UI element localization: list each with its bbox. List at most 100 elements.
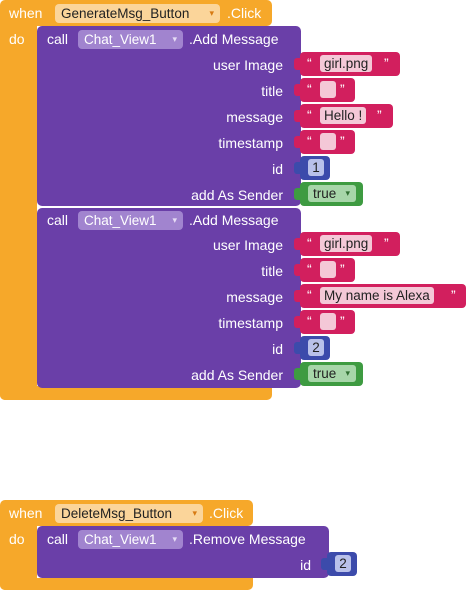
call-block-add-message-1[interactable] bbox=[37, 26, 301, 206]
param-label-user-image: user Image bbox=[212, 237, 283, 253]
event-component-dropdown[interactable]: GenerateMsg_Button ▾ bbox=[55, 4, 220, 23]
param-label-id: id bbox=[272, 161, 283, 177]
text-block-user-image[interactable]: “ girl.png ” bbox=[294, 52, 400, 76]
param-label-message: message bbox=[226, 289, 283, 305]
connector-notch bbox=[294, 84, 300, 96]
chevron-down-icon: ▾ bbox=[192, 508, 197, 518]
param-label-message: message bbox=[226, 109, 283, 125]
open-quote: “ bbox=[307, 313, 312, 329]
close-quote: ” bbox=[340, 313, 345, 329]
text-block-timestamp[interactable]: “ ” bbox=[294, 310, 355, 334]
call-keyword: call bbox=[47, 531, 69, 547]
connector-notch bbox=[321, 558, 327, 570]
chevron-down-icon: ▾ bbox=[172, 34, 177, 44]
param-label-timestamp: timestamp bbox=[218, 315, 283, 331]
connector-notch bbox=[294, 316, 300, 328]
call-keyword: call bbox=[47, 212, 69, 228]
connector-notch bbox=[294, 368, 300, 380]
event-name: .Click bbox=[227, 5, 262, 21]
boolean-dropdown[interactable]: true ▾ bbox=[308, 185, 356, 202]
event-name: .Click bbox=[209, 505, 244, 521]
param-label-timestamp: timestamp bbox=[218, 135, 283, 151]
call-component-name: Chat_View1 bbox=[84, 32, 157, 47]
open-quote: “ bbox=[307, 81, 312, 97]
text-block-timestamp[interactable]: “ ” bbox=[294, 130, 355, 154]
text-value[interactable] bbox=[320, 133, 336, 150]
event-component-dropdown[interactable]: DeleteMsg_Button ▾ bbox=[55, 504, 203, 523]
param-label-id: id bbox=[300, 557, 311, 573]
number-block-id[interactable]: 2 bbox=[321, 552, 357, 576]
open-quote: “ bbox=[307, 107, 312, 123]
text-block-message[interactable]: “ Hello ! ” bbox=[294, 104, 393, 128]
event-block-footer bbox=[0, 386, 272, 400]
open-quote: “ bbox=[307, 133, 312, 149]
method-name: .Add Message bbox=[189, 31, 279, 47]
text-value[interactable]: My name is Alexa bbox=[320, 287, 434, 304]
call-component-dropdown[interactable]: Chat_View1 ▾ bbox=[78, 30, 183, 49]
close-quote: ” bbox=[451, 287, 456, 303]
call-block-add-message-2[interactable] bbox=[37, 208, 301, 388]
number-block-id[interactable]: 2 bbox=[294, 336, 330, 360]
boolean-block-add-as-sender[interactable]: true ▾ bbox=[294, 362, 363, 386]
call-component-name: Chat_View1 bbox=[84, 532, 157, 547]
number-block-id[interactable]: 1 bbox=[294, 156, 330, 180]
event-component-name: DeleteMsg_Button bbox=[61, 506, 173, 521]
boolean-block-add-as-sender[interactable]: true ▾ bbox=[294, 182, 363, 206]
chevron-down-icon: ▾ bbox=[345, 188, 350, 198]
call-component-dropdown[interactable]: Chat_View1 ▾ bbox=[78, 530, 183, 549]
connector-notch bbox=[294, 188, 300, 200]
text-block-title[interactable]: “ ” bbox=[294, 78, 355, 102]
close-quote: ” bbox=[384, 235, 389, 251]
number-value[interactable]: 2 bbox=[308, 339, 324, 356]
text-value[interactable]: Hello ! bbox=[320, 107, 367, 124]
text-value[interactable] bbox=[320, 313, 336, 330]
number-value[interactable]: 2 bbox=[335, 555, 351, 572]
when-keyword: when bbox=[9, 5, 43, 21]
connector-notch bbox=[294, 342, 300, 354]
close-quote: ” bbox=[377, 107, 382, 123]
open-quote: “ bbox=[307, 55, 312, 71]
open-quote: “ bbox=[307, 261, 312, 277]
text-block-user-image[interactable]: “ girl.png ” bbox=[294, 232, 400, 256]
chevron-down-icon: ▾ bbox=[172, 534, 177, 544]
connector-notch bbox=[294, 238, 300, 250]
chevron-down-icon: ▾ bbox=[209, 8, 214, 18]
text-value[interactable] bbox=[320, 81, 336, 98]
open-quote: “ bbox=[307, 235, 312, 251]
param-label-title: title bbox=[261, 83, 283, 99]
close-quote: ” bbox=[340, 261, 345, 277]
text-block-message[interactable]: “ My name is Alexa ” bbox=[294, 284, 466, 308]
call-component-name: Chat_View1 bbox=[84, 213, 157, 228]
connector-notch bbox=[294, 58, 300, 70]
param-label-add-as-sender: add As Sender bbox=[191, 367, 283, 383]
event-component-name: GenerateMsg_Button bbox=[61, 6, 190, 21]
close-quote: ” bbox=[384, 55, 389, 71]
text-value[interactable]: girl.png bbox=[320, 235, 373, 252]
connector-notch bbox=[294, 264, 300, 276]
when-keyword: when bbox=[9, 505, 43, 521]
boolean-value: true bbox=[313, 366, 337, 381]
boolean-dropdown[interactable]: true ▾ bbox=[308, 365, 356, 382]
boolean-value: true bbox=[313, 186, 337, 201]
text-block-title[interactable]: “ ” bbox=[294, 258, 355, 282]
connector-notch bbox=[294, 290, 300, 302]
param-label-add-as-sender: add As Sender bbox=[191, 187, 283, 203]
text-value[interactable]: girl.png bbox=[320, 55, 373, 72]
event-block-left-bar bbox=[0, 20, 37, 400]
param-label-id: id bbox=[272, 341, 283, 357]
method-name: .Add Message bbox=[189, 212, 279, 228]
connector-notch bbox=[294, 110, 300, 122]
chevron-down-icon: ▾ bbox=[345, 368, 350, 378]
param-label-user-image: user Image bbox=[212, 57, 283, 73]
chevron-down-icon: ▾ bbox=[172, 215, 177, 225]
event-block-footer bbox=[0, 578, 253, 590]
text-value[interactable] bbox=[320, 261, 336, 278]
number-value[interactable]: 1 bbox=[308, 159, 324, 176]
call-keyword: call bbox=[47, 31, 69, 47]
call-component-dropdown[interactable]: Chat_View1 ▾ bbox=[78, 211, 183, 230]
param-label-title: title bbox=[261, 263, 283, 279]
method-name: .Remove Message bbox=[189, 531, 306, 547]
close-quote: ” bbox=[340, 81, 345, 97]
connector-notch bbox=[294, 136, 300, 148]
do-keyword: do bbox=[9, 31, 25, 47]
